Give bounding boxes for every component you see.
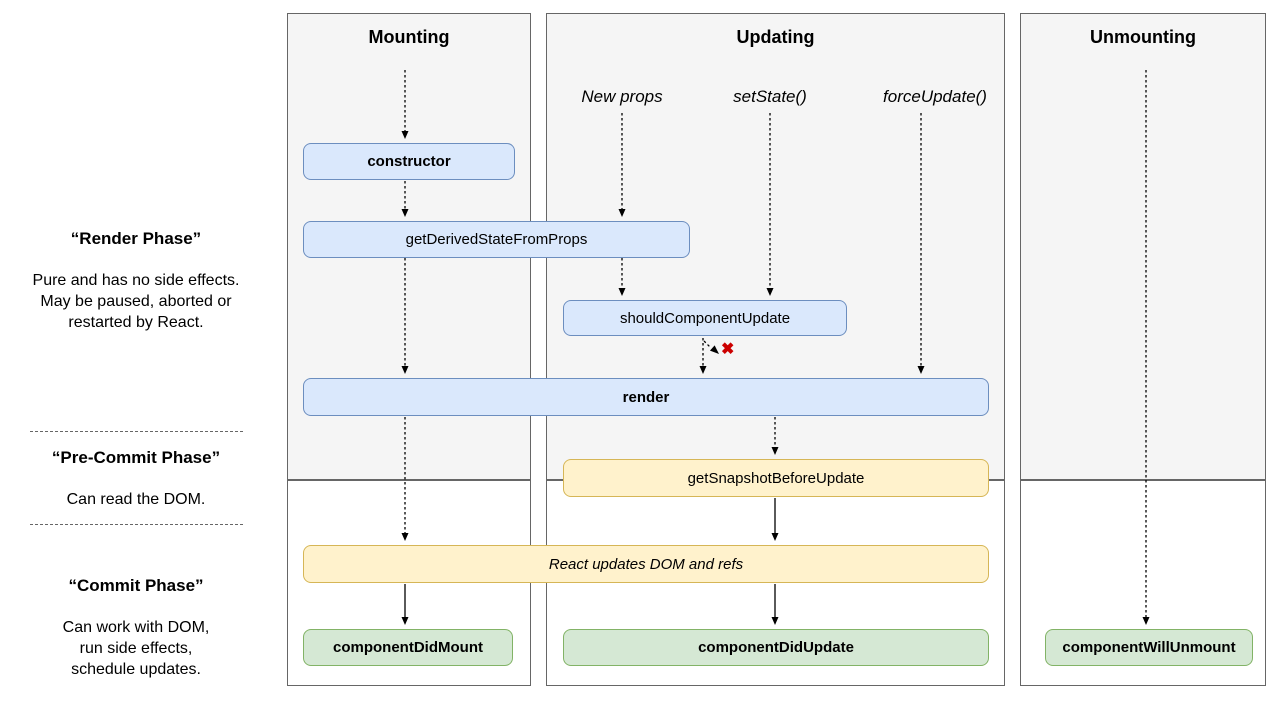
column-title-mounting: Mounting xyxy=(368,27,450,47)
pre-commit-phase-title: “Pre-Commit Phase” xyxy=(51,448,221,467)
dashed-divider xyxy=(30,524,243,525)
skip-render-x-icon: ✖ xyxy=(721,341,735,358)
column-title-unmounting: Unmounting xyxy=(1090,27,1196,47)
dashed-divider xyxy=(30,431,243,432)
react-updates-dom-box: React updates DOM and refs xyxy=(303,545,989,583)
column-title-updating: Updating xyxy=(736,27,815,47)
lifecycle-box-should-component-update[interactable]: shouldComponentUpdate xyxy=(563,300,847,336)
lifecycle-box-component-will-unmount[interactable]: componentWillUnmount xyxy=(1045,629,1253,666)
trigger-set-state: setState() xyxy=(733,87,807,106)
commit-phase-description: Can work with DOM, run side effects, sch… xyxy=(62,619,210,678)
commit-phase-title: “Commit Phase” xyxy=(68,576,204,595)
trigger-new-props: New props xyxy=(581,87,663,106)
render-phase-title: “Render Phase” xyxy=(70,229,202,248)
lifecycle-box-constructor[interactable]: constructor xyxy=(303,143,515,180)
render-phase-description: Pure and has no side effects. May be pau… xyxy=(32,272,240,331)
lifecycle-box-render[interactable]: render xyxy=(303,378,989,416)
pre-commit-phase-description: Can read the DOM. xyxy=(66,491,206,508)
lifecycle-box-component-did-mount[interactable]: componentDidMount xyxy=(303,629,513,666)
trigger-force-update: forceUpdate() xyxy=(883,87,987,106)
unmounting-render-region xyxy=(1020,13,1266,480)
lifecycle-box-get-snapshot[interactable]: getSnapshotBeforeUpdate xyxy=(563,459,989,497)
lifecycle-box-get-derived-state[interactable]: getDerivedStateFromProps xyxy=(303,221,690,258)
lifecycle-box-component-did-update[interactable]: componentDidUpdate xyxy=(563,629,989,666)
